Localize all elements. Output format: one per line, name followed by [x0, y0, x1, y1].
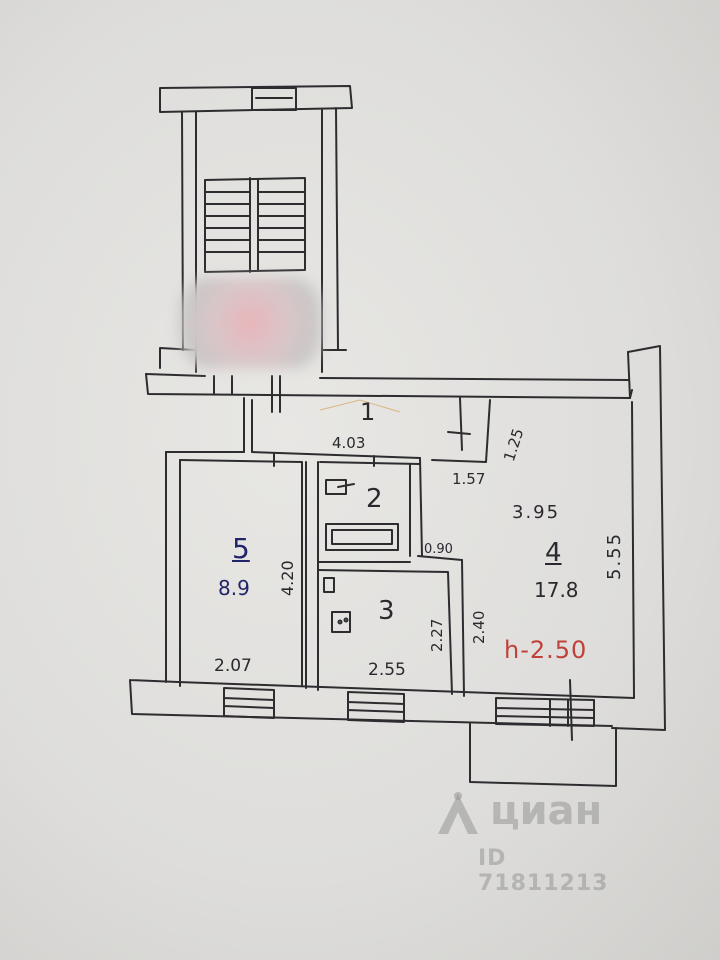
watermark-id: ID 71811213: [478, 846, 609, 896]
watermark-brand: циан: [490, 788, 603, 834]
room-label-bedroom: 5: [232, 532, 250, 565]
dim-corridor-length: 4.03: [332, 434, 366, 452]
ceiling-height: h-2.50: [504, 636, 588, 664]
corridor-walls: [213, 375, 491, 697]
dim-kitchen-width: 2.55: [368, 660, 406, 680]
room-label-corridor: 1: [360, 398, 376, 426]
area-living-room: 17.8: [534, 578, 579, 602]
dim-wall-segment: 2.40: [470, 610, 488, 644]
dim-bedroom-length: 4.20: [278, 560, 297, 596]
dim-kitchen-notch: 0.90: [424, 542, 453, 557]
stairwell: [159, 85, 353, 373]
room-label-living-room: 4: [545, 538, 562, 568]
room-label-kitchen: 3: [378, 596, 395, 626]
bathroom-fixtures: [323, 479, 399, 633]
dim-kitchen-length: 2.27: [428, 618, 446, 652]
dim-bedroom-width: 2.07: [214, 656, 252, 676]
dim-living-length: 5.55: [604, 531, 625, 580]
balcony: [469, 679, 617, 787]
blurred-stamp: [178, 278, 323, 368]
dim-hall-width: 1.57: [452, 470, 486, 488]
dim-living-width: 3.95: [512, 502, 561, 523]
cian-logo-icon: [438, 792, 478, 834]
outer-walls: [129, 345, 666, 731]
room-label-bathroom: 2: [366, 484, 383, 514]
area-bedroom: 8.9: [218, 576, 250, 600]
windows: [223, 687, 595, 727]
